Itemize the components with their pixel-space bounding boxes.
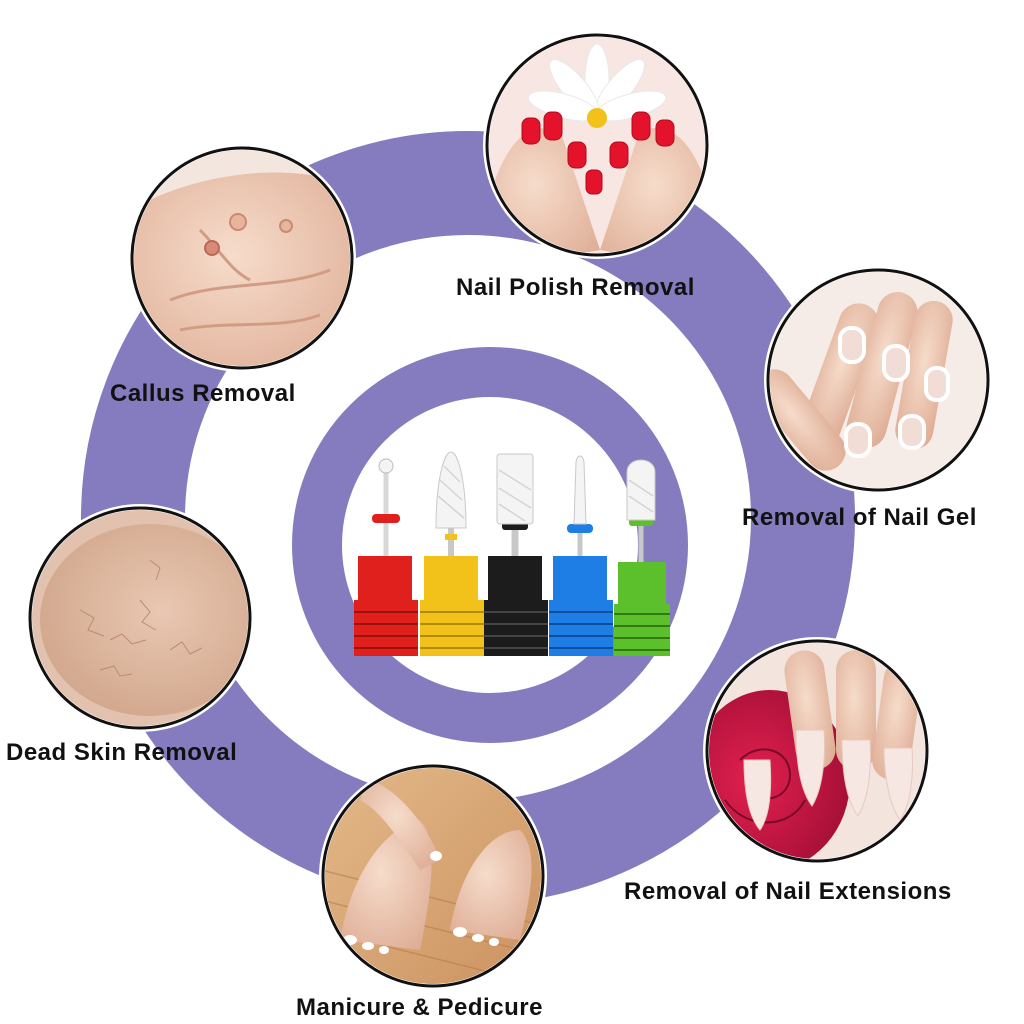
french-manicure-nails-photo [764,266,992,494]
red-polished-nails-with-daisy-photo [483,31,711,259]
red-drill-bit [354,458,418,656]
inner-ring [292,347,688,743]
label-manicure-pedicure: Manicure & Pedicure [296,994,543,1021]
yellow-drill-bit [420,451,484,656]
label-callus-removal: Callus Removal [110,380,296,407]
cracked-heel-skin-photo [26,504,254,732]
nail-drill-bits-set-icon [354,451,670,656]
label-removal-of-nail-gel: Removal of Nail Gel [742,504,977,531]
blue-drill-bit [549,455,613,656]
palm-with-calluses-photo [128,144,356,372]
long-nude-nails-with-rose-photo [703,637,931,865]
label-removal-of-nail-extensions: Removal of Nail Extensions [624,878,952,905]
label-dead-skin-removal: Dead Skin Removal [6,739,238,766]
black-drill-bit [484,453,548,656]
manicured-feet-on-wood-photo [319,762,547,990]
label-nail-polish-removal: Nail Polish Removal [456,274,695,301]
green-drill-bit [614,459,670,656]
